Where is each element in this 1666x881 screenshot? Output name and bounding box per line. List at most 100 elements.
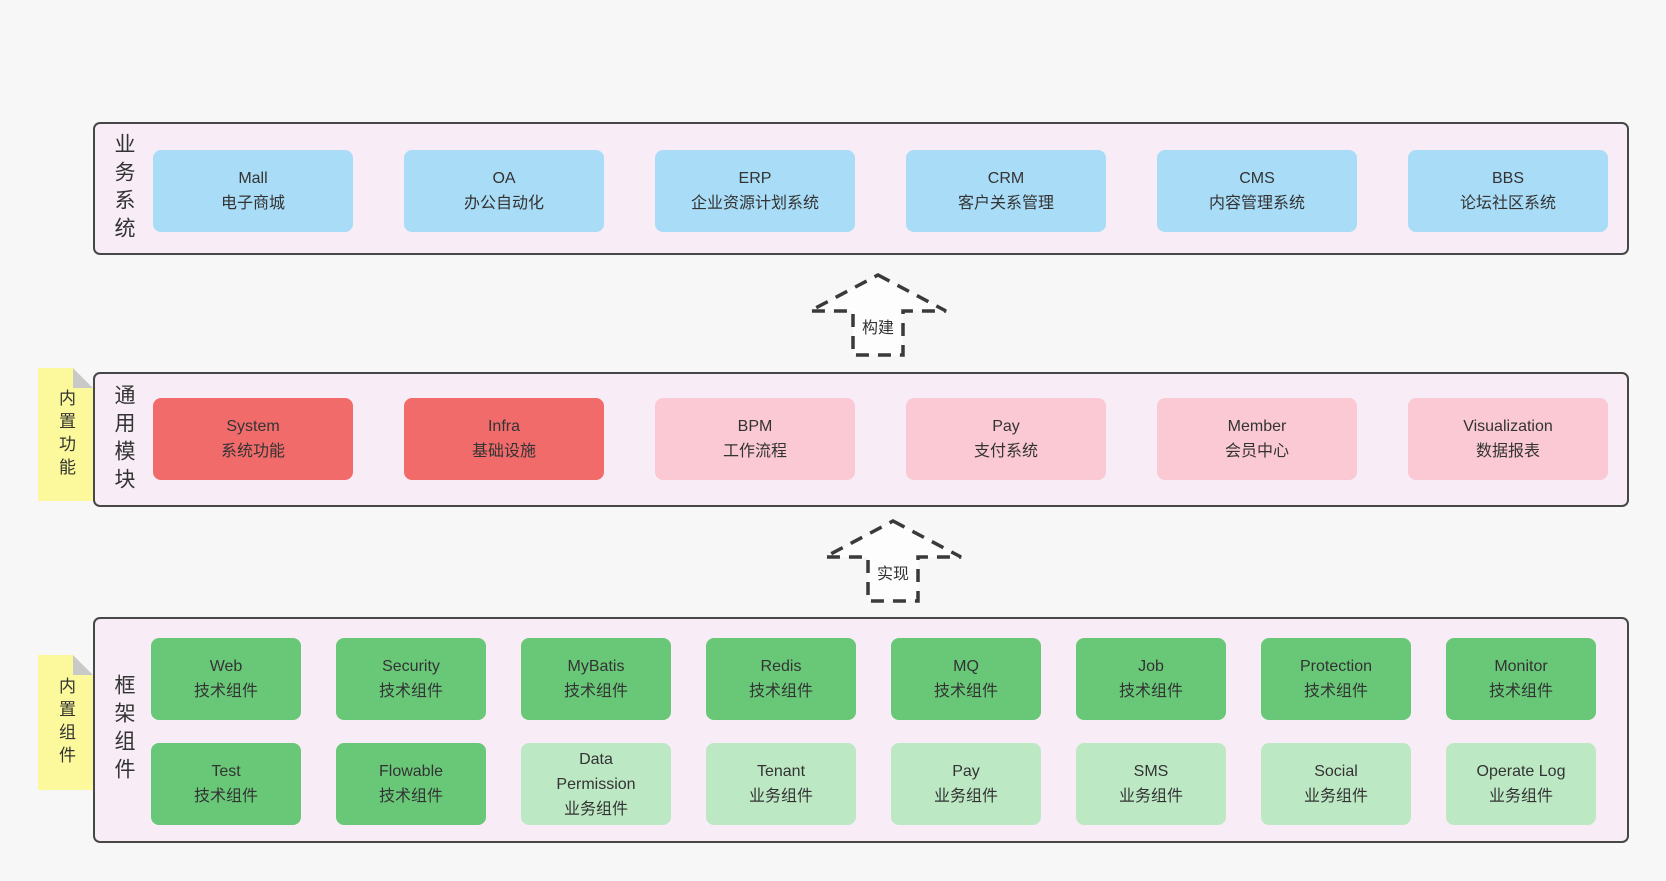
box-mall: Mall 电子商城 — [153, 150, 353, 232]
box-operate-log-name: Operate Log — [1476, 763, 1566, 780]
box-oa-name: OA — [492, 170, 516, 187]
box-crm-desc: 客户关系管理 — [957, 195, 1054, 212]
box-monitor-name: Monitor — [1494, 658, 1548, 675]
box-mq-name: MQ — [953, 658, 979, 675]
box-monitor-desc: 技术组件 — [1488, 683, 1553, 700]
built-in-features-label: 内置功能 — [56, 388, 75, 481]
framework-components-side-label: 框架组件 — [112, 674, 135, 786]
box-mybatis-desc: 技术组件 — [563, 683, 628, 700]
box-erp-name: ERP — [738, 170, 772, 187]
box-flowable: Flowable 技术组件 — [336, 743, 486, 825]
box-security-desc: 技术组件 — [378, 683, 443, 700]
box-pay-component-desc: 业务组件 — [933, 788, 998, 805]
box-pay-module-desc: 支付系统 — [973, 443, 1038, 460]
box-oa: OA 办公自动化 — [404, 150, 604, 232]
box-flowable-name: Flowable — [378, 763, 444, 780]
box-bpm-name: BPM — [737, 418, 773, 435]
box-job: Job 技术组件 — [1076, 638, 1226, 720]
box-member-desc: 会员中心 — [1224, 443, 1289, 460]
box-infra: Infra 基础设施 — [404, 398, 604, 480]
box-infra-name: Infra — [487, 418, 520, 435]
box-cms-name: CMS — [1239, 170, 1275, 187]
implement-arrow-label: 实现 — [874, 560, 912, 584]
business-systems-side-label: 业务系统 — [112, 132, 135, 245]
sticky-fold-corner-icon — [73, 368, 93, 388]
box-bpm: BPM 工作流程 — [655, 398, 855, 480]
box-mybatis: MyBatis 技术组件 — [521, 638, 671, 720]
built-in-features-sticky: 内置功能 — [38, 368, 93, 501]
box-oa-desc: 办公自动化 — [463, 195, 544, 212]
box-web-desc: 技术组件 — [193, 683, 258, 700]
box-crm-name: CRM — [987, 170, 1025, 187]
box-pay-module: Pay 支付系统 — [906, 398, 1106, 480]
box-job-desc: 技术组件 — [1118, 683, 1183, 700]
framework-components-row2: Test 技术组件 Flowable 技术组件 Data Permission … — [151, 743, 1596, 825]
box-pay-component: Pay 业务组件 — [891, 743, 1041, 825]
box-sms-desc: 业务组件 — [1118, 788, 1183, 805]
framework-components-container: 框架组件 Web 技术组件 Security 技术组件 MyBatis 技术组件… — [93, 617, 1629, 843]
build-arrow-label: 构建 — [859, 314, 897, 338]
box-mall-desc: 电子商城 — [220, 195, 285, 212]
built-in-components-label: 内置组件 — [56, 676, 75, 769]
box-web-name: Web — [209, 658, 243, 675]
box-infra-desc: 基础设施 — [471, 443, 536, 460]
box-erp: ERP 企业资源计划系统 — [655, 150, 855, 232]
box-tenant-desc: 业务组件 — [748, 788, 813, 805]
common-modules-side-label: 通用模块 — [112, 383, 135, 496]
box-mybatis-name: MyBatis — [567, 658, 625, 675]
box-mq: MQ 技术组件 — [891, 638, 1041, 720]
box-security-name: Security — [382, 658, 440, 675]
box-social-desc: 业务组件 — [1303, 788, 1368, 805]
box-crm: CRM 客户关系管理 — [906, 150, 1106, 232]
box-cms-desc: 内容管理系统 — [1208, 195, 1305, 212]
box-system-desc: 系统功能 — [220, 443, 285, 460]
box-bpm-desc: 工作流程 — [722, 443, 787, 460]
box-test-desc: 技术组件 — [193, 788, 258, 805]
box-erp-desc: 企业资源计划系统 — [690, 195, 819, 212]
build-arrow: 构建 — [807, 272, 949, 358]
box-redis-desc: 技术组件 — [748, 683, 813, 700]
box-mq-desc: 技术组件 — [933, 683, 998, 700]
sticky-fold-corner-icon — [73, 655, 93, 675]
box-security: Security 技术组件 — [336, 638, 486, 720]
box-web: Web 技术组件 — [151, 638, 301, 720]
box-test: Test 技术组件 — [151, 743, 301, 825]
box-visualization-name: Visualization — [1463, 418, 1553, 435]
box-operate-log: Operate Log 业务组件 — [1446, 743, 1596, 825]
box-bbs-name: BBS — [1491, 170, 1524, 187]
built-in-components-sticky: 内置组件 — [38, 655, 93, 790]
box-bbs: BBS 论坛社区系统 — [1408, 150, 1608, 232]
box-sms-name: SMS — [1133, 763, 1169, 780]
box-sms: SMS 业务组件 — [1076, 743, 1226, 825]
box-protection-name: Protection — [1299, 658, 1373, 675]
box-mall-name: Mall — [238, 170, 268, 187]
box-redis: Redis 技术组件 — [706, 638, 856, 720]
box-cms: CMS 内容管理系统 — [1157, 150, 1357, 232]
common-modules-row: System 系统功能 Infra 基础设施 BPM 工作流程 Pay 支付系统… — [153, 398, 1608, 480]
box-protection-desc: 技术组件 — [1303, 683, 1368, 700]
box-data-permission-name: Data Permission — [556, 750, 636, 793]
box-member: Member 会员中心 — [1157, 398, 1357, 480]
box-system-name: System — [226, 418, 280, 435]
box-monitor: Monitor 技术组件 — [1446, 638, 1596, 720]
common-modules-container: 通用模块 System 系统功能 Infra 基础设施 BPM 工作流程 Pay… — [93, 372, 1629, 507]
box-tenant: Tenant 业务组件 — [706, 743, 856, 825]
box-bbs-desc: 论坛社区系统 — [1459, 195, 1556, 212]
box-job-name: Job — [1138, 658, 1164, 675]
implement-arrow: 实现 — [822, 518, 964, 604]
business-systems-row: Mall 电子商城 OA 办公自动化 ERP 企业资源计划系统 CRM 客户关系… — [153, 150, 1608, 232]
box-visualization: Visualization 数据报表 — [1408, 398, 1608, 480]
box-tenant-name: Tenant — [756, 763, 806, 780]
box-flowable-desc: 技术组件 — [378, 788, 443, 805]
box-pay-module-name: Pay — [992, 418, 1020, 435]
box-test-name: Test — [211, 763, 241, 780]
box-data-permission: Data Permission 业务组件 — [521, 743, 671, 825]
box-system: System 系统功能 — [153, 398, 353, 480]
box-pay-component-name: Pay — [952, 763, 980, 780]
framework-components-row1: Web 技术组件 Security 技术组件 MyBatis 技术组件 Redi… — [151, 638, 1596, 720]
box-visualization-desc: 数据报表 — [1475, 443, 1540, 460]
box-social-name: Social — [1314, 763, 1358, 780]
box-protection: Protection 技术组件 — [1261, 638, 1411, 720]
box-redis-name: Redis — [760, 658, 802, 675]
box-operate-log-desc: 业务组件 — [1488, 788, 1553, 805]
